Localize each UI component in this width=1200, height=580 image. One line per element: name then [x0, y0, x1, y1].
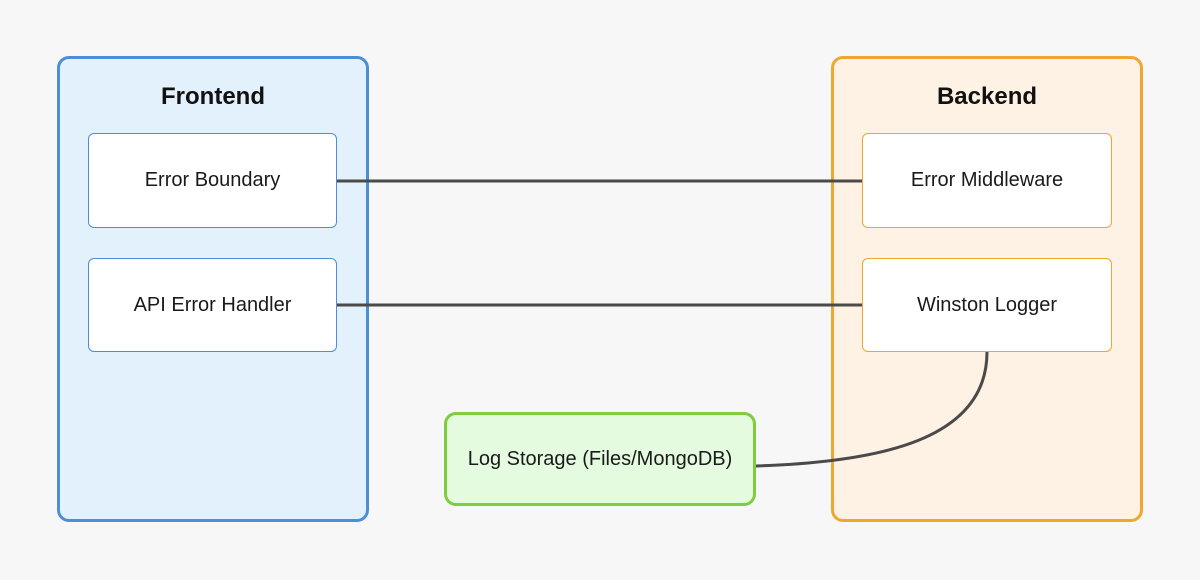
winston-logger-node[interactable]: Winston Logger	[862, 258, 1112, 352]
backend-title: Backend	[936, 83, 1038, 110]
log-storage-node[interactable]: Log Storage (Files/MongoDB)	[444, 412, 756, 506]
error-boundary-node[interactable]: Error Boundary	[88, 133, 337, 228]
error-middleware-node[interactable]: Error Middleware	[862, 133, 1112, 228]
frontend-title: Frontend	[161, 83, 265, 110]
api-error-handler-node[interactable]: API Error Handler	[88, 258, 337, 352]
